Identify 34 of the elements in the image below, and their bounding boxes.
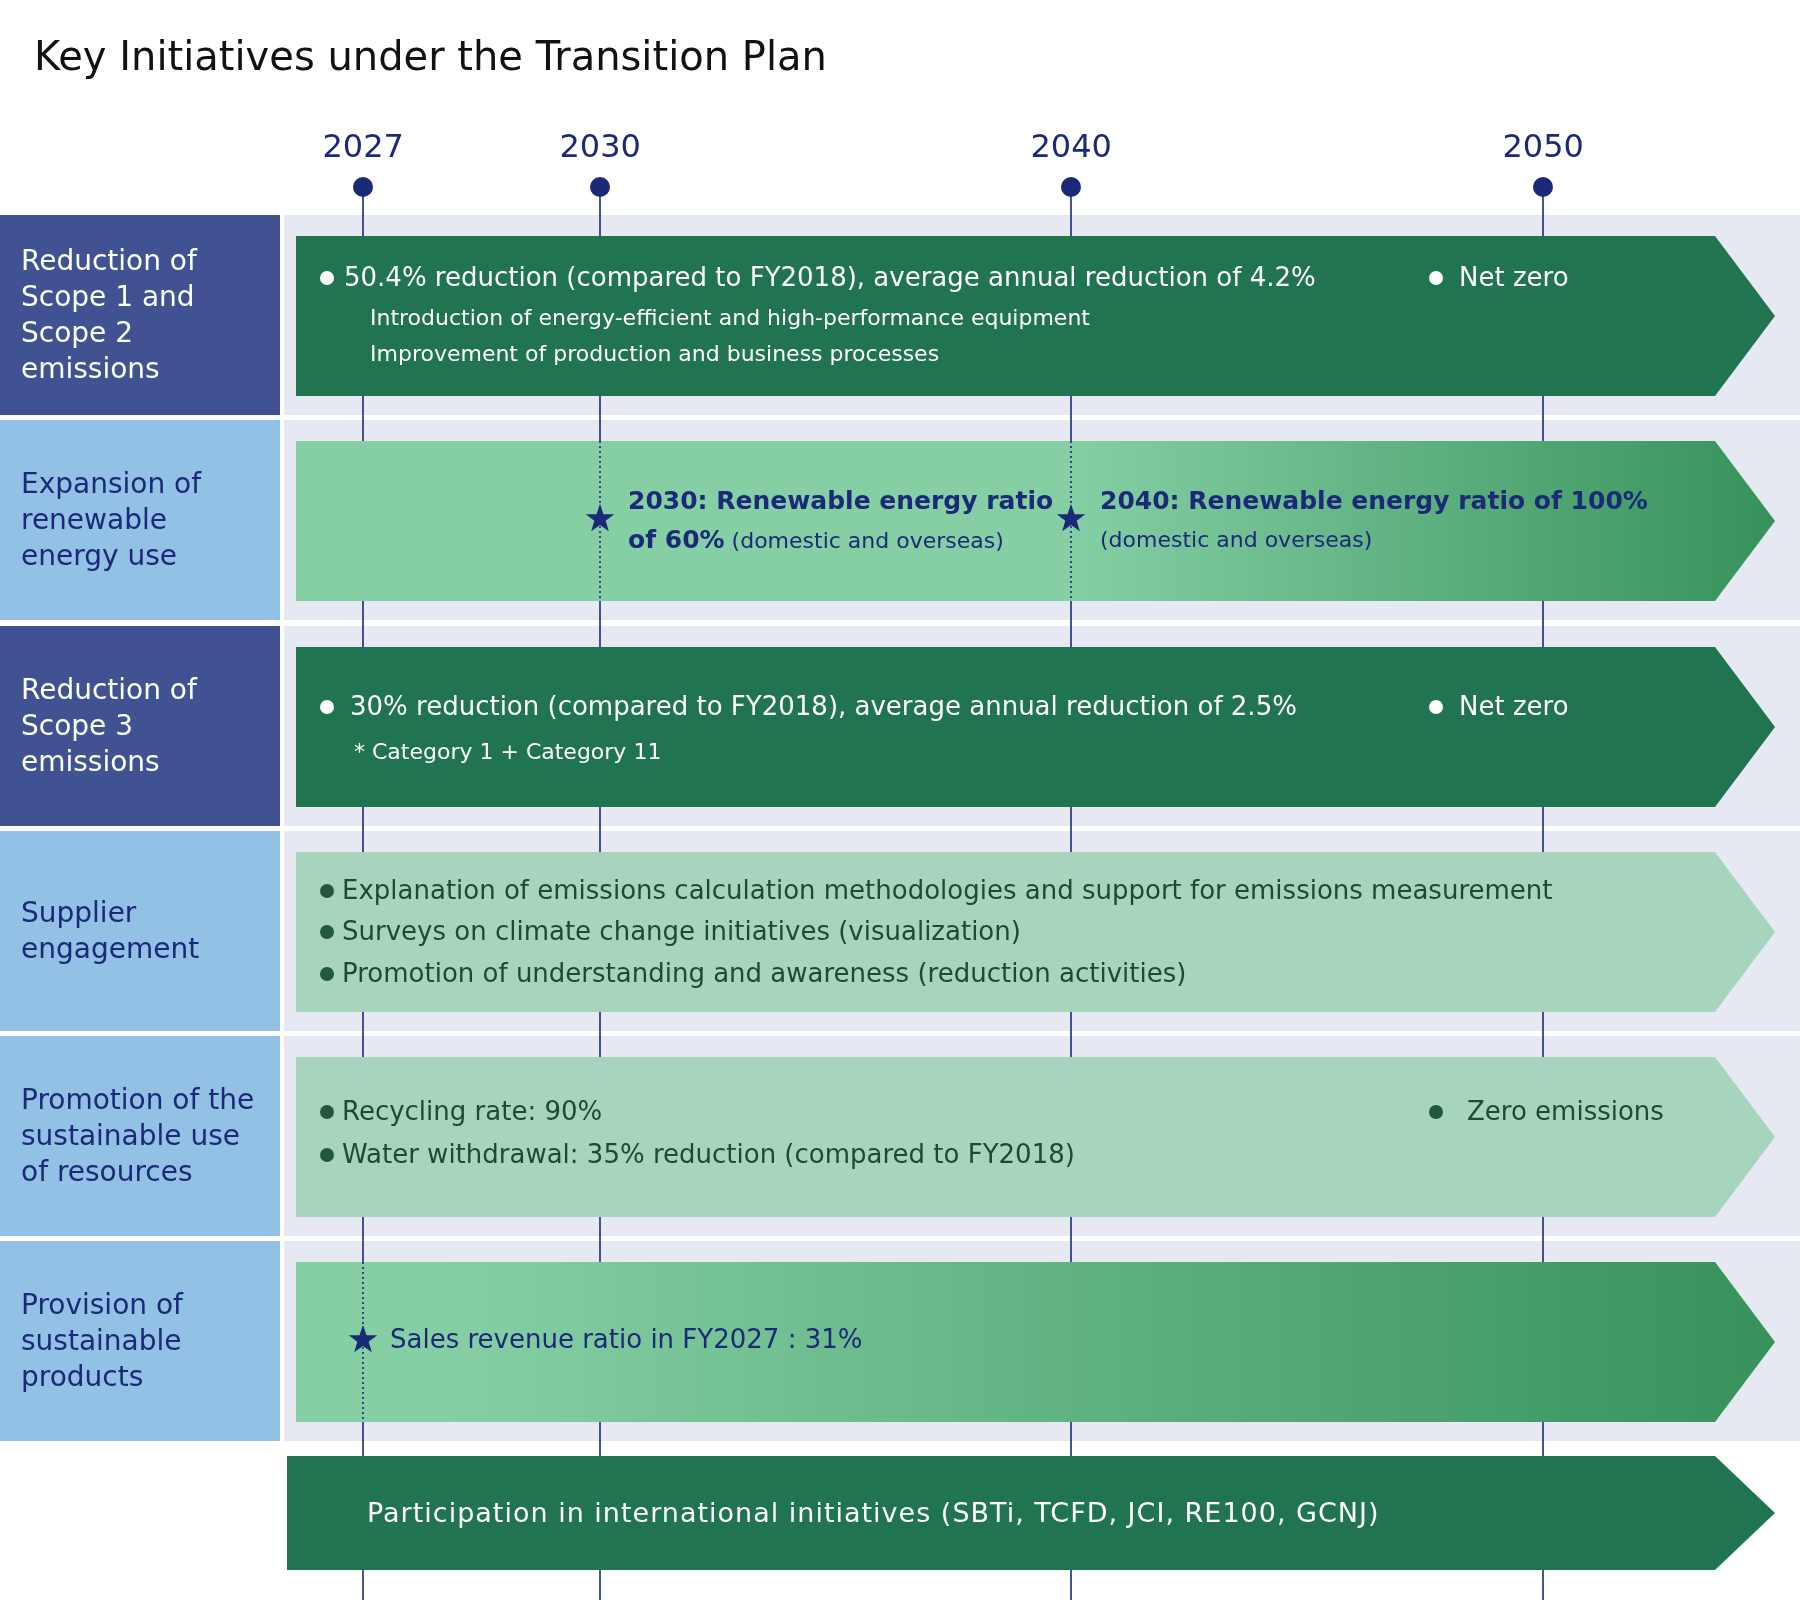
category-panel (0, 1036, 280, 1236)
target-text: Recycling rate: 90% (342, 1095, 603, 1128)
category-title: Reduction of Scope 1 and Scope 2 emissions (21, 243, 199, 387)
category-title: Provision of sustainable products (21, 1287, 185, 1395)
category-title: Reduction of Scope 3 emissions (21, 672, 199, 780)
target-text: 30% reduction (compared to FY2018), average annual reduction of 2.5% (350, 690, 1297, 723)
milestone-text: 2030: Renewable energy ratio of 60% (domestic and overseas) (628, 485, 1055, 556)
measure-text: Explanation of emissions calculation methodologies and support for emissions measurement (342, 874, 1553, 907)
year-label: 2050 (1502, 126, 1584, 166)
target-text: 50.4% reduction (compared to FY2018), average annual reduction of 4.2% (344, 261, 1316, 294)
category-panel (0, 420, 280, 620)
category-title: Expansion of renewable energy use (21, 466, 203, 574)
year-label: 2027 (322, 126, 404, 166)
milestone-text: 2040: Renewable energy ratio of 100% (domestic and overseas) (1100, 485, 1649, 554)
target-text: Net zero (1459, 261, 1569, 294)
category-panel (0, 831, 280, 1031)
target-text: Water withdrawal: 35% reduction (compared to FY2018) (342, 1138, 1075, 1171)
year-label: 2040 (1030, 126, 1112, 166)
measure-text: Surveys on climate change initiatives (visualization) (342, 915, 1021, 948)
measure-text: Promotion of understanding and awareness (reduction activities) (342, 957, 1187, 990)
category-panel (0, 626, 280, 826)
category-panel (0, 215, 280, 415)
measure-text: Improvement of production and business processes (370, 340, 940, 368)
initiative-text: Participation in international initiatives (SBTi, TCFD, JCI, RE100, GCNJ) (367, 1496, 1380, 1530)
target-text: Zero emissions (1467, 1095, 1664, 1128)
category-title: Promotion of the sustainable use of resources (21, 1082, 256, 1190)
target-text: Net zero (1459, 690, 1569, 723)
measure-text: Introduction of energy-efficient and high-performance equipment (370, 304, 1090, 332)
category-title: Supplier engagement (21, 895, 201, 967)
category-panel (0, 1241, 280, 1441)
year-label: 2030 (559, 126, 641, 166)
diagram-title: Key Initiatives under the Transition Plan (34, 32, 827, 81)
target-text: Sales revenue ratio in FY2027 : 31% (390, 1323, 863, 1356)
note-text: * Category 1 + Category 11 (354, 738, 662, 766)
